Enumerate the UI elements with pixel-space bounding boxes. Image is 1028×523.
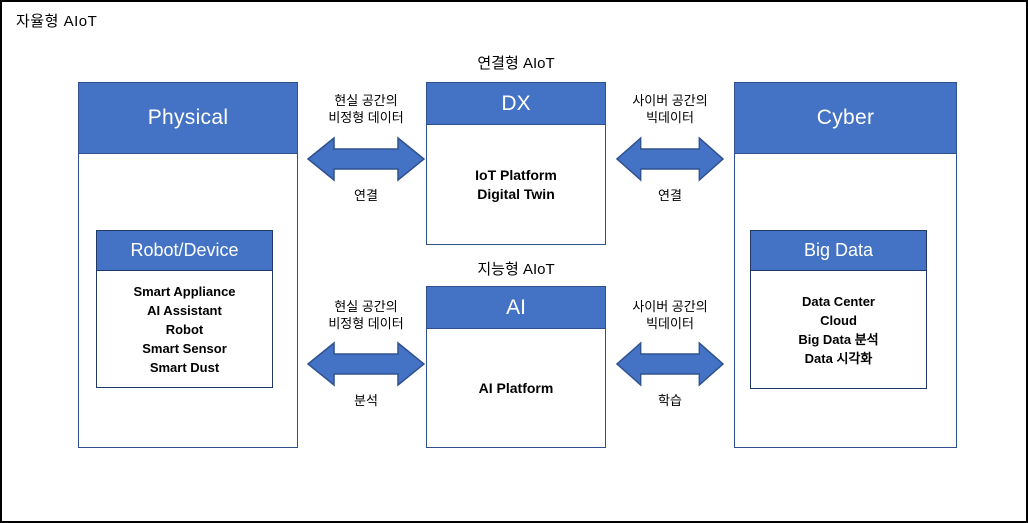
bigdata-item: Big Data 분석 xyxy=(798,331,879,347)
arrow-bl-top-label: 현실 공간의 비정형 데이터 xyxy=(328,299,404,331)
double-arrow-icon xyxy=(616,136,724,182)
arrow-br-bottom-label: 학습 xyxy=(658,393,682,408)
arrow-tr-bottom-label: 연결 xyxy=(658,188,682,203)
cyber-header: Cyber xyxy=(735,83,956,154)
bigdata-item: Data Center xyxy=(802,293,875,309)
bigdata-item: Data 시각화 xyxy=(804,350,873,366)
robot-device-items: Smart Appliance AI Assistant Robot Smart… xyxy=(97,271,272,387)
dx-platform-line: Digital Twin xyxy=(477,185,555,202)
robot-device-box: Robot/Device Smart Appliance AI Assistan… xyxy=(96,230,273,388)
device-item: AI Assistant xyxy=(147,302,222,318)
diagram-title: 자율형 AIoT xyxy=(16,13,98,30)
double-arrow-icon xyxy=(307,341,425,387)
dx-content: IoT Platform Digital Twin xyxy=(426,125,606,245)
ai-header: AI xyxy=(426,286,606,329)
arrow-bl-bottom-label: 분석 xyxy=(354,393,378,408)
device-item: Robot xyxy=(165,321,204,337)
double-arrow-icon xyxy=(616,341,724,387)
intelligent-aiot-label: 지능형 AIoT xyxy=(477,261,555,278)
dx-header: DX xyxy=(426,82,606,125)
double-arrow-icon xyxy=(307,136,425,182)
arrow-tl-top-label: 현실 공간의 비정형 데이터 xyxy=(328,93,404,125)
device-item: Smart Appliance xyxy=(133,283,236,299)
big-data-header: Big Data xyxy=(751,231,926,271)
arrow-tl-bottom-label: 연결 xyxy=(354,188,378,203)
ai-platform-line: AI Platform xyxy=(478,379,554,396)
connected-aiot-label: 연결형 AIoT xyxy=(477,55,555,72)
big-data-items: Data Center Cloud Big Data 분석 Data 시각화 xyxy=(751,271,926,388)
bigdata-item: Cloud xyxy=(820,312,857,328)
big-data-box: Big Data Data Center Cloud Big Data 분석 D… xyxy=(750,230,927,389)
device-item: Smart Dust xyxy=(149,359,220,375)
dx-platform-line: IoT Platform xyxy=(475,166,557,183)
arrow-br-top-label: 사이버 공간의 빅데이터 xyxy=(632,299,708,331)
device-item: Smart Sensor xyxy=(142,340,227,356)
ai-content: AI Platform xyxy=(426,329,606,448)
arrow-tr-top-label: 사이버 공간의 빅데이터 xyxy=(632,93,708,125)
robot-device-header: Robot/Device xyxy=(97,231,272,271)
physical-header: Physical xyxy=(79,83,297,154)
